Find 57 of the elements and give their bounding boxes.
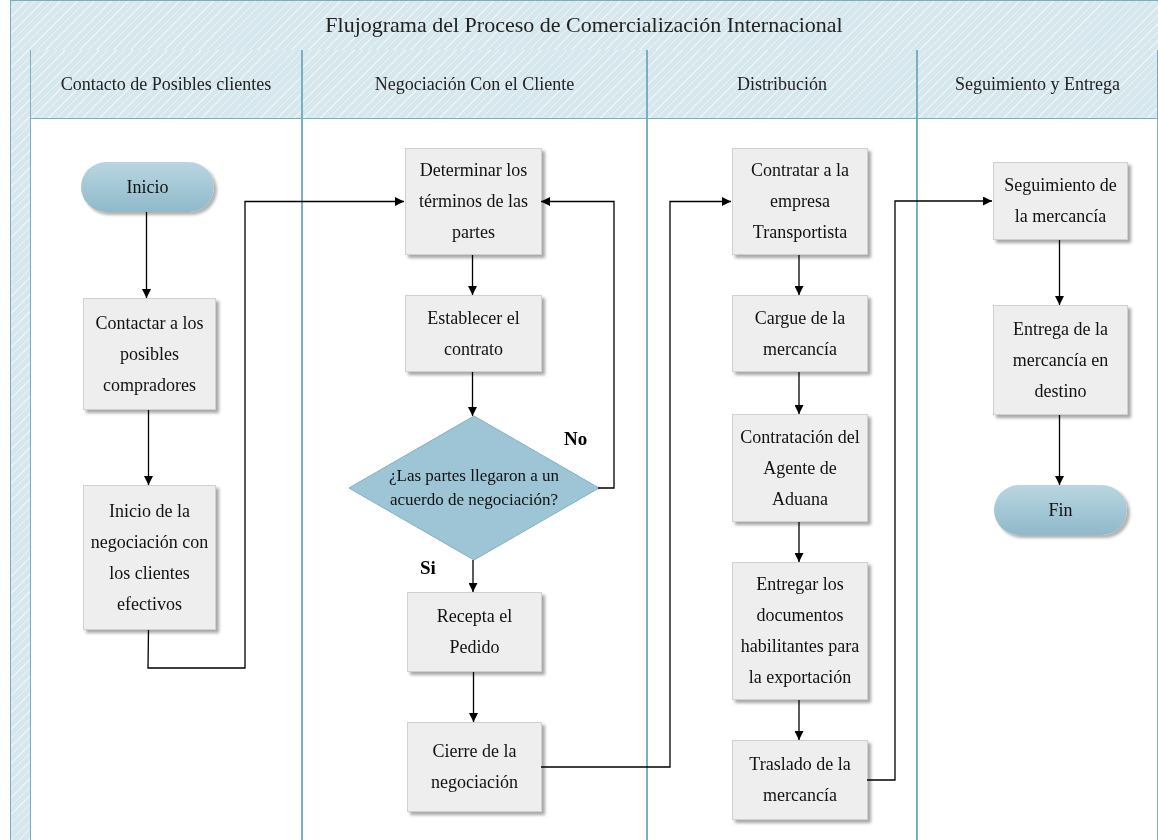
arrow <box>468 371 477 417</box>
lane-title: Seguimiento y Entrega <box>955 73 1120 95</box>
arrow <box>147 197 405 669</box>
node-text: Inicio <box>125 175 170 199</box>
node-text: Contactar a los posibles compradores <box>94 311 205 397</box>
node-text: Inicio de la negociación con los clientes efectivos <box>89 499 210 616</box>
node-text: Cargue de la mercancía <box>753 306 847 361</box>
swimlane <box>30 50 302 840</box>
node-text: Cierre de la negociación <box>430 740 519 794</box>
arrow <box>794 521 804 563</box>
process-box <box>732 148 868 255</box>
process-box <box>83 485 216 630</box>
process-box <box>407 592 542 672</box>
lane-title: Negociación Con el Cliente <box>374 73 575 95</box>
arrow <box>794 371 804 415</box>
arrow <box>794 254 804 296</box>
decision-diamond <box>349 416 599 560</box>
process-box <box>732 740 868 820</box>
diagram-title: Flujograma del Proceso de Comercialización Internacional <box>324 11 844 39</box>
process-box <box>993 162 1128 240</box>
process-box <box>405 148 542 255</box>
arrow <box>469 671 478 723</box>
process-box <box>83 298 216 410</box>
node-text: Contratación del Agente de Aduana <box>739 425 861 511</box>
node-text: Determinar los términos de las partes <box>418 159 529 244</box>
process-box <box>405 295 542 372</box>
node-text: ¿Las partes llegaron a un acuerdo de negociación? <box>388 465 560 511</box>
arrow <box>468 254 477 296</box>
terminator-shape <box>994 485 1127 535</box>
node-text: Entregar los documentos habilitantes para la exportación <box>739 573 861 689</box>
node-text: Fin <box>1047 498 1074 522</box>
arrow <box>468 559 478 593</box>
arrow <box>794 699 804 741</box>
node-text: Traslado de la mercancía <box>748 753 852 807</box>
arrow <box>866 196 993 781</box>
node-text: Entrega de la mercancía en destino <box>1011 317 1110 403</box>
node-text: Contratar a la empresa Transportista <box>750 159 850 244</box>
arrow <box>540 197 615 489</box>
terminator-shape <box>81 162 214 212</box>
node-text: Recepta el Pedido <box>435 605 514 659</box>
swimlane <box>647 50 917 840</box>
swimlane <box>917 50 1158 840</box>
process-box <box>732 295 868 372</box>
swimlane <box>302 50 647 840</box>
arrow <box>1055 239 1064 306</box>
lane-title: Distribución <box>737 73 827 95</box>
node-text: Establecer el contrato <box>426 306 521 361</box>
process-box <box>407 722 542 812</box>
process-box <box>732 562 868 700</box>
arrow <box>144 409 153 486</box>
process-box <box>732 414 868 522</box>
process-box <box>993 305 1128 415</box>
node-text: Seguimiento de la mercancía <box>1003 174 1118 228</box>
arrow <box>1055 414 1064 486</box>
arrow <box>142 211 151 299</box>
lane-title: Contacto de Posibles clientes <box>60 73 272 95</box>
arrow <box>540 197 732 768</box>
